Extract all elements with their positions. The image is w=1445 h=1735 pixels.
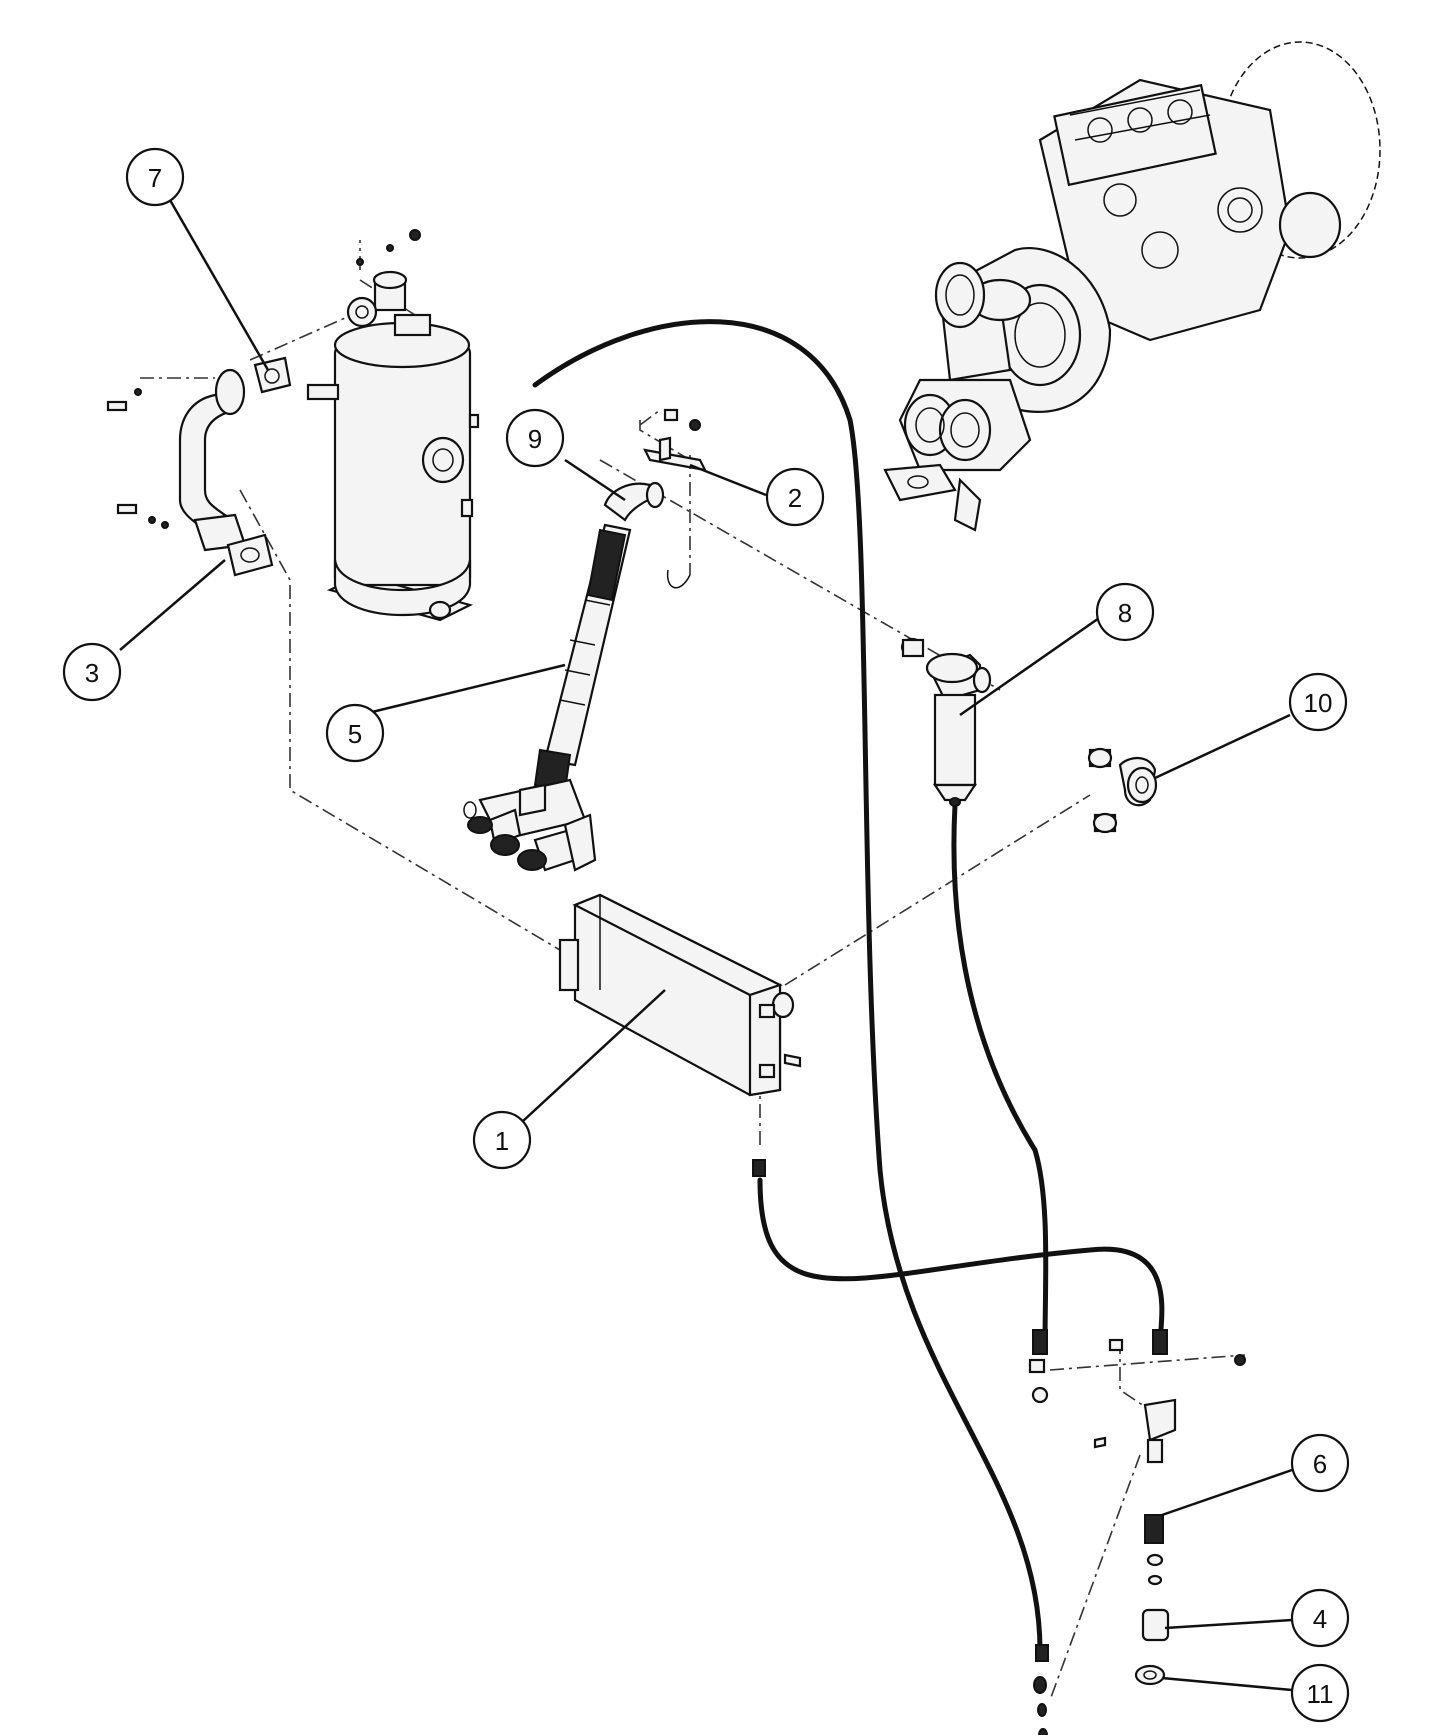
callout-9: 9 bbox=[505, 408, 565, 468]
hoses bbox=[532, 319, 1165, 1653]
callout-7: 7 bbox=[125, 147, 185, 207]
flywheel-outline bbox=[1219, 41, 1381, 259]
oil-cooler bbox=[558, 893, 802, 1097]
callout-1: 1 bbox=[472, 1110, 532, 1170]
discharge-pipe bbox=[106, 356, 292, 577]
hose-filter-drain bbox=[951, 802, 1049, 1348]
callout-5: 5 bbox=[325, 703, 385, 763]
hose-cooler-drain bbox=[757, 1177, 1165, 1348]
manifold bbox=[463, 778, 597, 872]
callout-label: 1 bbox=[495, 1126, 509, 1156]
callout-label: 4 bbox=[1313, 1604, 1327, 1634]
receiver-tank bbox=[306, 229, 480, 622]
callout-label: 10 bbox=[1304, 688, 1333, 718]
callout-label: 6 bbox=[1313, 1449, 1327, 1479]
leader-lines bbox=[119, 199, 1293, 1692]
callout-2: 2 bbox=[765, 467, 825, 527]
hose-5-assembly bbox=[533, 481, 665, 792]
callout-label: 2 bbox=[788, 483, 802, 513]
fittings-right bbox=[1087, 747, 1158, 834]
callout-label: 8 bbox=[1118, 598, 1132, 628]
bottom-fittings bbox=[752, 1159, 1246, 1735]
callout-11: 11 bbox=[1290, 1663, 1350, 1723]
hose-long-receiver bbox=[532, 319, 1043, 1653]
engine-airend-assembly bbox=[883, 41, 1381, 532]
callout-6: 6 bbox=[1290, 1433, 1350, 1493]
callout-label: 9 bbox=[528, 424, 542, 454]
callout-label: 3 bbox=[85, 658, 99, 688]
filter-assembly bbox=[900, 637, 992, 807]
callout-label: 7 bbox=[148, 163, 162, 193]
callout-4: 4 bbox=[1290, 1588, 1350, 1648]
callout-10: 10 bbox=[1288, 672, 1348, 732]
callout-8: 8 bbox=[1095, 582, 1155, 642]
callout-3: 3 bbox=[62, 642, 122, 702]
callout-label: 5 bbox=[348, 719, 362, 749]
callout-label: 11 bbox=[1307, 1679, 1334, 1709]
